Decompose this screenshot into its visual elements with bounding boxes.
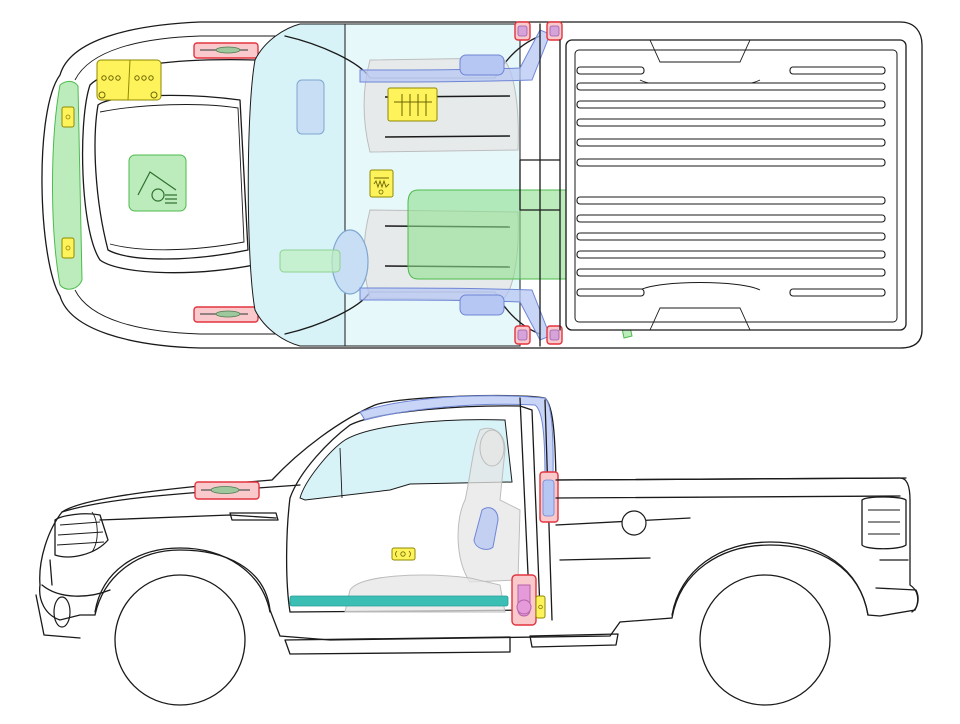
bed-slat [576, 268, 886, 277]
c-pillar-sensor-top-upper [546, 21, 563, 41]
c-pillar-sensor-top-lower [546, 325, 563, 345]
bed-slat [576, 196, 886, 205]
bed-slat [576, 66, 645, 75]
rear-wheel [671, 541, 869, 706]
bed-slat [576, 118, 886, 127]
b-pillar-sensor-side [539, 471, 559, 523]
bed-slat [576, 158, 886, 167]
rocker-airbag-bar [289, 595, 509, 607]
occupant-sensor-module [369, 169, 394, 198]
side-airbag-top-upper [459, 54, 505, 76]
truck-bed-side [555, 477, 919, 613]
cab-rear-wall [519, 23, 561, 347]
windshield-top [247, 23, 346, 347]
engine-control-module [96, 59, 162, 101]
side-window-frame [339, 447, 343, 499]
steering-column-top [279, 249, 341, 273]
windshield-sensor-pad [296, 79, 325, 135]
bed-slat [576, 250, 886, 259]
front-bumper-airbag-zone [52, 80, 83, 290]
hood-release-zone [128, 154, 187, 212]
bed-slat [576, 82, 886, 91]
door-side [285, 405, 541, 613]
door-handle-side [229, 512, 279, 521]
door-sensor-icon [391, 547, 416, 561]
running-board [284, 633, 619, 655]
side-window [299, 419, 513, 501]
bed-slat [789, 66, 886, 75]
b-pillar-sensor-top-upper [514, 21, 531, 41]
restraint-control-module [387, 87, 438, 122]
front-sensor-left [61, 106, 75, 128]
front-sensor-side [194, 481, 260, 500]
hood-panel-line [99, 104, 245, 251]
bed-slat [576, 100, 886, 109]
side-view [35, 394, 919, 706]
lower-pillar-sensor-side [511, 574, 546, 626]
bed-slats [576, 66, 886, 297]
headlight-side [91, 511, 98, 553]
front-wheel [94, 547, 271, 706]
front-sensor-top-upper [193, 42, 259, 59]
side-airbag-top-lower [459, 294, 505, 316]
bed-slat [576, 232, 886, 241]
bed-slat [789, 288, 886, 297]
hood-release-icon [137, 171, 177, 204]
bed-slat [576, 288, 645, 297]
bed-slat [576, 138, 886, 147]
front-sensor-top-lower [193, 306, 259, 323]
b-pillar-sensor-top-lower [514, 325, 531, 345]
top-view [41, 21, 923, 349]
bed-slat [576, 214, 886, 223]
seat-side-airbag [473, 507, 499, 550]
top-body-inner-outline [74, 35, 285, 335]
front-grille [35, 513, 111, 639]
front-sensor-right [61, 237, 75, 259]
